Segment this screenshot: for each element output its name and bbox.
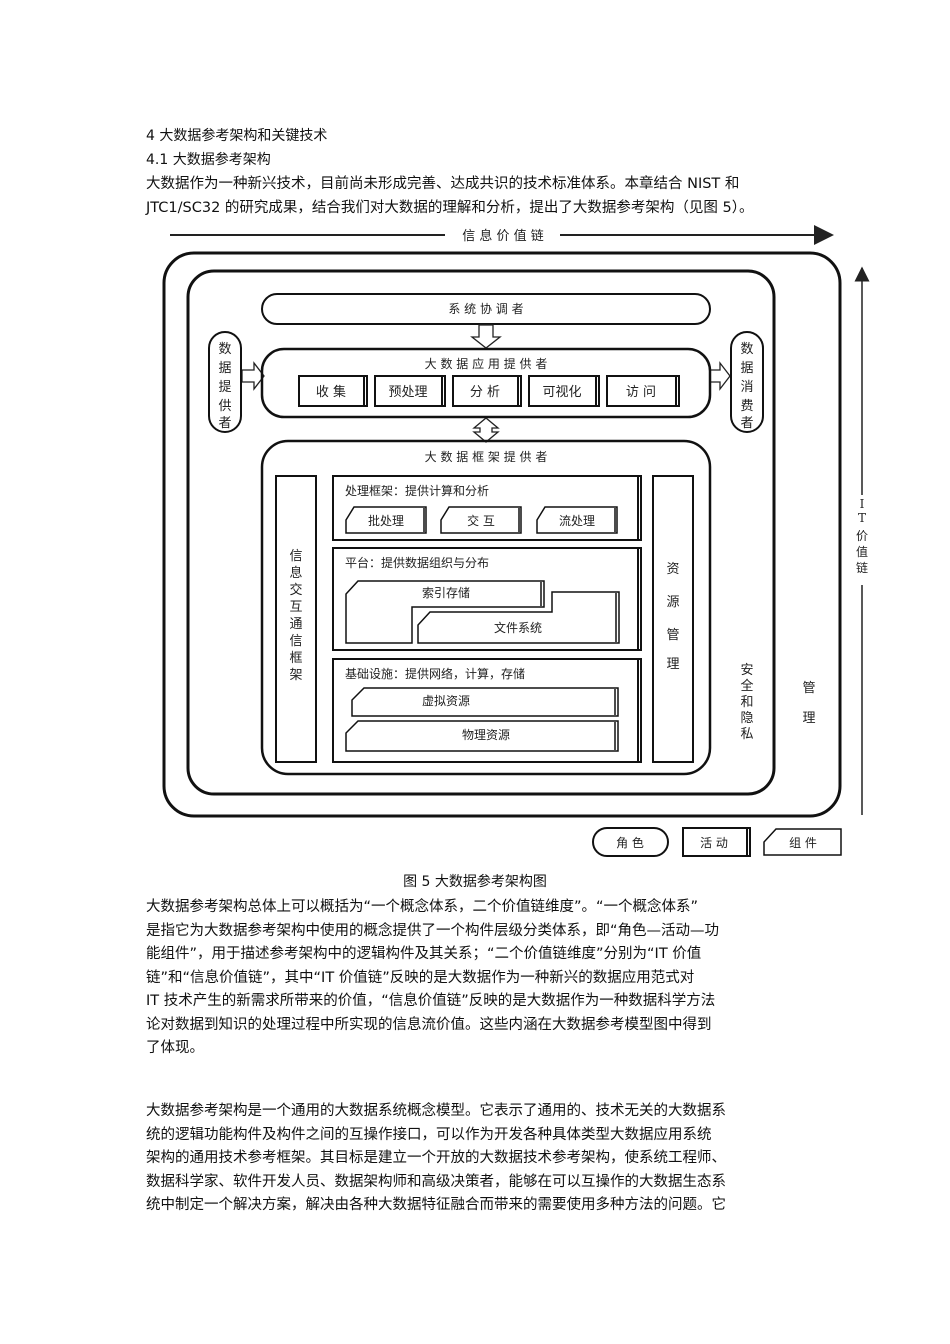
physical-resource-shape [345, 720, 619, 752]
paragraph-line: IT 技术产生的新需求所带来的价值，“信息价值链”反映的是大数据作为一种数据科学… [146, 993, 716, 1009]
system-coordinator-label: 系 统 协 调 者 [448, 301, 523, 316]
virtual-resource-label: 虚拟资源 [422, 694, 470, 708]
interactive-label: 交 互 [467, 513, 495, 528]
step-analyze-box [452, 375, 522, 407]
legend-role: 角 色 [616, 836, 644, 850]
paragraph-line: 论对数据到知识的处理过程中所实现的信息流价值。这些内涵在大数据参考模型图中得到 [146, 1016, 712, 1033]
info-chain-label: 信 息 价 值 链 [462, 228, 544, 244]
interactive-box [440, 506, 522, 534]
paragraph-line: 是指它为大数据参考架构中使用的概念提供了一个构件层级分类体系，即“角色—活动—功 [146, 922, 720, 939]
data-provider-label: 数据提供者 [218, 342, 231, 431]
data-consumer-box [730, 331, 764, 433]
security-privacy-frame [186, 269, 776, 796]
paragraph-line: 大数据参考架构总体上可以概括为“一个概念体系，二个价值链维度”。“一个概念体系” [146, 899, 699, 915]
step-access-box [606, 375, 680, 407]
step-preprocess: 预处理 [388, 385, 427, 400]
paragraph-line: 数据科学家、软件开发人员、数据架构师和高级决策者，能够在可以互操作的大数据生态系 [146, 1173, 726, 1190]
index-storage-shape [345, 580, 545, 644]
management-label: 管理 [802, 681, 815, 726]
outer-management-frame [162, 251, 842, 818]
legend: 角 色 活 动 组 件 [592, 827, 842, 857]
step-analyze: 分 析 [470, 385, 500, 400]
stream-label: 流处理 [559, 514, 595, 528]
legend-component: 组 件 [789, 836, 817, 850]
app-provider-box [260, 347, 712, 419]
platform-box [332, 547, 642, 651]
framework-provider-label: 大 数 据 框 架 提 供 者 [425, 449, 548, 464]
paragraph-line: 统的逻辑功能构件及构件之间的互操作接口，可以作为开发各种具体类型大数据应用系统 [146, 1126, 712, 1143]
paragraph-line: 能组件”，用于描述参考架构中的逻辑构件及其关系；“二个价值链维度”分别为“IT … [146, 946, 702, 962]
data-consumer-label: 数据消费者 [740, 342, 753, 431]
legend-component-box [763, 828, 842, 856]
security-privacy-label: 安全和隐私 [740, 663, 753, 742]
step-access: 访 问 [626, 385, 656, 400]
info-exchange-box [275, 475, 317, 763]
file-system-label: 文件系统 [494, 620, 542, 635]
step-collect-box [298, 375, 368, 407]
app-to-consumer-arrow [709, 361, 731, 391]
paragraph-line: 链”和“信息价值链”，其中“IT 价值链”反映的是大数据作为一种新兴的数据应用范… [146, 969, 695, 986]
infra-box [332, 658, 642, 763]
step-visualize-box [528, 375, 600, 407]
processing-box [332, 475, 642, 541]
intro-paragraph: 大数据作为一种新兴技术，目前尚未形成完善、达成共识的技术标准体系。本章结合 NI… [146, 173, 810, 220]
platform-title: 平台：提供数据组织与分布 [345, 555, 489, 570]
app-steps: 收 集 预处理 分 析 可视化 访 问 [298, 375, 680, 407]
body-paragraph-1: 大数据参考架构总体上可以概括为“一个概念体系，二个价值链维度”。“一个概念体系”… [146, 896, 810, 1061]
legend-activity: 活 动 [700, 836, 728, 850]
data-provider-box [208, 331, 242, 433]
app-provider-label: 大 数 据 应 用 提 供 者 [425, 356, 548, 371]
body-paragraph-2: 大数据参考架构是一个通用的大数据系统概念模型。它表示了通用的、技术无关的大数据系… [146, 1100, 810, 1218]
coordinator-to-app-arrow [470, 324, 502, 349]
resource-mgmt-label: 资源管理 [666, 562, 679, 672]
paragraph-line: 了体现。 [146, 1040, 204, 1056]
physical-resource-label: 物理资源 [462, 728, 510, 742]
step-collect: 收 集 [316, 384, 346, 400]
batch-box [345, 506, 427, 534]
framework-provider-box [260, 439, 712, 776]
file-system-shape [417, 591, 620, 644]
step-preprocess-box [374, 375, 446, 407]
processing-title: 处理框架：提供计算和分析 [345, 483, 489, 498]
legend-role-box [592, 827, 669, 857]
info-value-chain: 信 息 价 值 链 [170, 225, 834, 245]
intro-line: JTC1/SC32 的研究成果，结合我们对大数据的理解和分析，提出了大数据参考架… [146, 199, 754, 216]
legend-activity-box [682, 827, 751, 857]
section-heading: 4 大数据参考架构和关键技术 [146, 128, 328, 144]
step-visualize: 可视化 [542, 385, 581, 400]
info-exchange-label: 信息交互通信框架 [289, 549, 302, 683]
app-framework-arrow [472, 417, 500, 443]
paragraph-line: 统中制定一个解决方案，解决由各种大数据特征融合而带来的需要使用多种方法的问题。它 [146, 1197, 726, 1213]
resource-mgmt-box [652, 475, 694, 763]
intro-line: 大数据作为一种新兴技术，目前尚未形成完善、达成共识的技术标准体系。本章结合 NI… [146, 176, 740, 192]
provider-to-app-arrow [241, 361, 265, 391]
batch-label: 批处理 [368, 513, 404, 528]
figure-caption: 图 5 大数据参考架构图 [403, 874, 547, 890]
system-coordinator-box [261, 293, 711, 325]
subsection-heading: 4.1 大数据参考架构 [146, 152, 271, 168]
index-storage-label: 索引存储 [422, 585, 470, 600]
stream-box [536, 506, 618, 534]
infra-title: 基础设施：提供网络，计算，存储 [345, 666, 525, 681]
paragraph-line: 大数据参考架构是一个通用的大数据系统概念模型。它表示了通用的、技术无关的大数据系 [146, 1103, 726, 1119]
paragraph-line: 架构的通用技术参考框架。其目标是建立一个开放的大数据技术参考架构，使系统工程师、 [146, 1150, 726, 1166]
virtual-resource-shape [351, 687, 619, 717]
